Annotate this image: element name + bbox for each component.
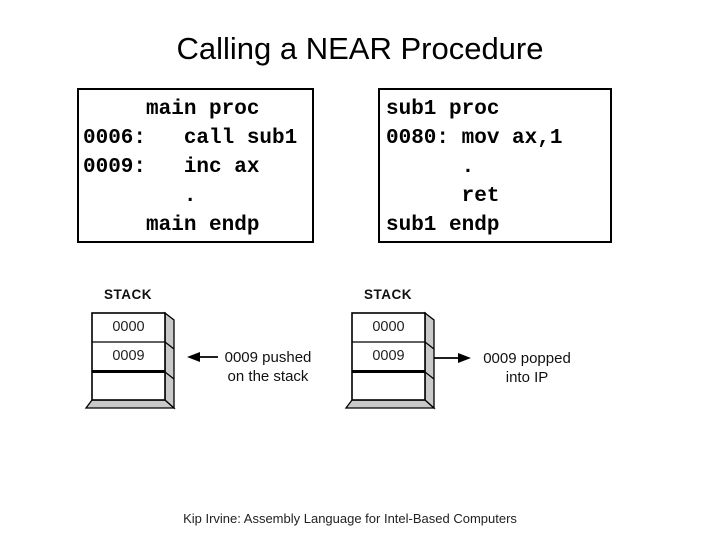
- code-line: .: [386, 156, 475, 179]
- code-box-sub1: sub1 proc 0080: mov ax,1 . ret sub1 endp: [378, 88, 612, 243]
- code-line: sub1 proc: [386, 98, 500, 121]
- pop-arrow-icon: [434, 353, 471, 363]
- code-line: main proc: [83, 98, 260, 121]
- stack-cell-value: 0000: [372, 319, 405, 335]
- stack-label-left: STACK: [104, 287, 152, 302]
- pop-caption-line1: 0009 popped: [483, 350, 571, 367]
- code-line: 0080: mov ax,1: [386, 127, 563, 150]
- page-title: Calling a NEAR Procedure: [176, 31, 544, 66]
- code-line: ret: [386, 185, 500, 208]
- code-box-main: main proc 0006: call sub1 0009: inc ax .…: [77, 88, 314, 243]
- stack-cell-value: 0009: [372, 348, 405, 364]
- pop-caption: 0009 popped into IP: [477, 349, 577, 387]
- push-caption-line2: on the stack: [227, 368, 309, 385]
- stack-cell-value: 0009: [112, 348, 145, 364]
- code-line: 0009: inc ax: [83, 156, 260, 179]
- code-line: 0006: call sub1: [83, 127, 298, 150]
- code-line: .: [83, 185, 197, 208]
- stack-cell-value: 0000: [112, 319, 145, 335]
- push-caption: 0009 pushed on the stack: [218, 348, 318, 386]
- pop-caption-line2: into IP: [505, 369, 549, 386]
- push-arrow-icon: [187, 352, 218, 362]
- stack-label-right: STACK: [364, 287, 412, 302]
- push-caption-line1: 0009 pushed: [224, 349, 312, 366]
- footer-credit: Kip Irvine: Assembly Language for Intel-…: [183, 511, 517, 526]
- code-line: sub1 endp: [386, 214, 500, 237]
- code-line: main endp: [83, 214, 260, 237]
